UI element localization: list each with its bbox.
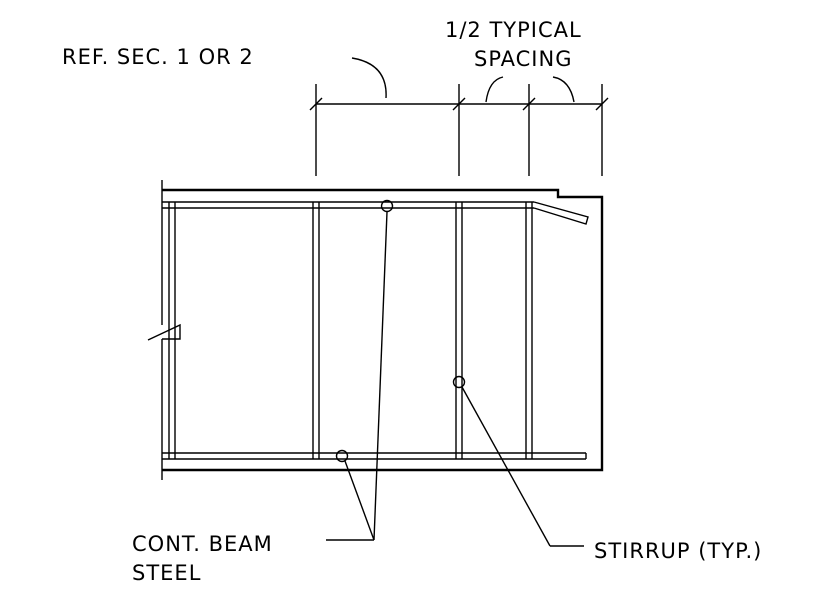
cont-beam-label-line2: STEEL [132,561,201,585]
bottom-longitudinal-bar [162,452,587,460]
dimension-leader-arcs [351,57,575,103]
beam-outline [147,180,604,480]
stirrup-3 [525,202,533,459]
ref-section-label: REF. SEC. 1 OR 2 [62,45,254,69]
bottom-bar-callout-circle [335,449,349,463]
half-spacing-label-line2: SPACING [474,47,573,71]
top-bar-callout-circle [380,199,394,213]
cont-beam-label-line1: CONT. BEAM [132,532,273,556]
cont-beam-leader [326,211,388,541]
stirrups [168,202,533,459]
stirrup-end [168,202,176,459]
stirrup-leader [461,386,584,547]
half-spacing-label-line1: 1/2 TYPICAL [445,18,582,42]
dimension-line [309,84,609,176]
stirrup-1 [312,202,320,459]
stirrup-callout-circle [452,375,466,389]
stirrup-2 [455,202,463,459]
top-longitudinal-bar [162,201,589,225]
stirrup-label: STIRRUP (TYP.) [594,539,762,563]
